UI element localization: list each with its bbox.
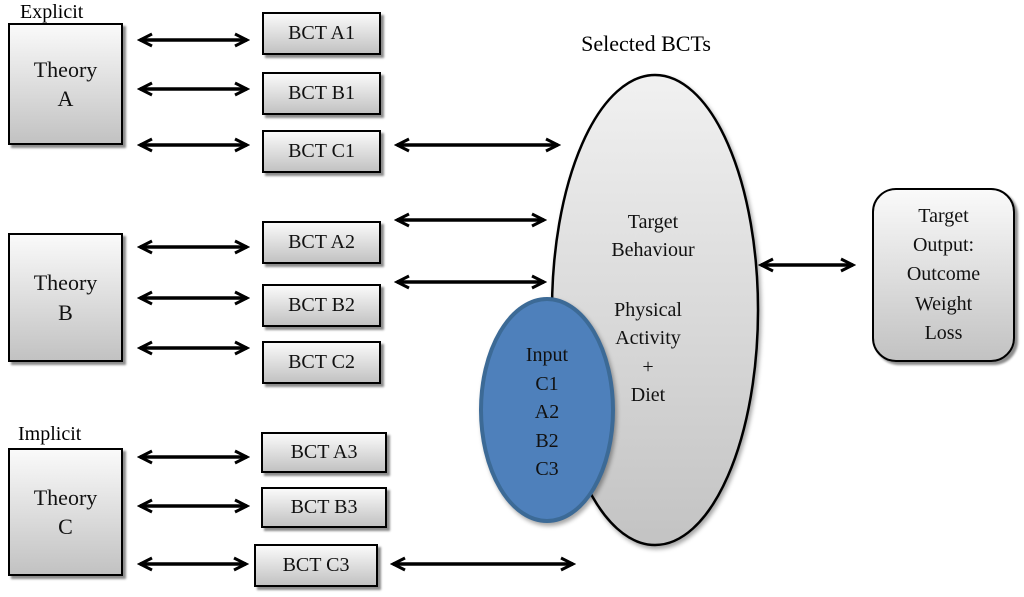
theory-c-box: Theory C — [8, 448, 123, 576]
theory-b-box: Theory B — [8, 233, 123, 362]
implicit-label: Implicit — [18, 423, 82, 445]
target-output-box: Target Output: Outcome Weight Loss — [872, 188, 1015, 362]
input-list-text: Input C1 A2 B2 C3 — [525, 344, 569, 481]
bct-c3-box: BCT C3 — [254, 544, 378, 587]
selected-bcts-label: Selected BCTs — [581, 31, 711, 56]
explicit-label: Explicit — [20, 1, 84, 23]
physical-activity-diet-text: Physical Activity + Diet — [614, 299, 682, 407]
bct-b3-box: BCT B3 — [261, 487, 387, 528]
target-behaviour-text: Target Behaviour — [611, 211, 695, 262]
bct-a2-box: BCT A2 — [262, 221, 381, 264]
bct-c2-box: BCT C2 — [262, 341, 381, 384]
theory-a-box: Theory A — [8, 23, 123, 145]
input-ellipse — [479, 297, 615, 523]
bct-b2-box: BCT B2 — [262, 284, 381, 327]
bct-a1-box: BCT A1 — [262, 12, 381, 55]
bct-ellipse-arrows — [393, 145, 573, 564]
theory-bct-arrows — [140, 40, 247, 564]
bct-b1-box: BCT B1 — [262, 72, 381, 115]
bct-c1-box: BCT C1 — [262, 130, 381, 173]
bct-a3-box: BCT A3 — [261, 432, 387, 473]
